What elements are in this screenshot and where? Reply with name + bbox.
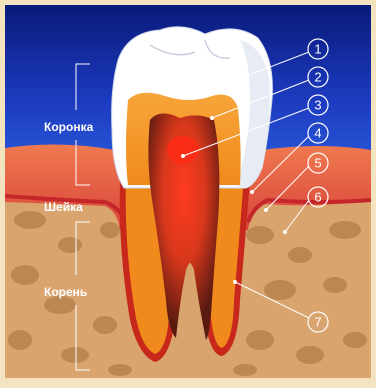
callout-4-label: 4 [314,126,321,141]
callout-3-label: 3 [314,98,321,113]
callout-2-label: 2 [314,70,321,85]
pulp-highlight [167,136,199,164]
region-label-crown: Коронка [44,120,94,134]
callout-1-label: 1 [314,42,321,57]
region-label-root: Корень [44,285,87,299]
region-label-neck: Шейка [44,200,83,214]
callout-6-label: 6 [314,190,321,205]
callout-5-label: 5 [314,156,321,171]
callout-7-label: 7 [314,315,321,330]
